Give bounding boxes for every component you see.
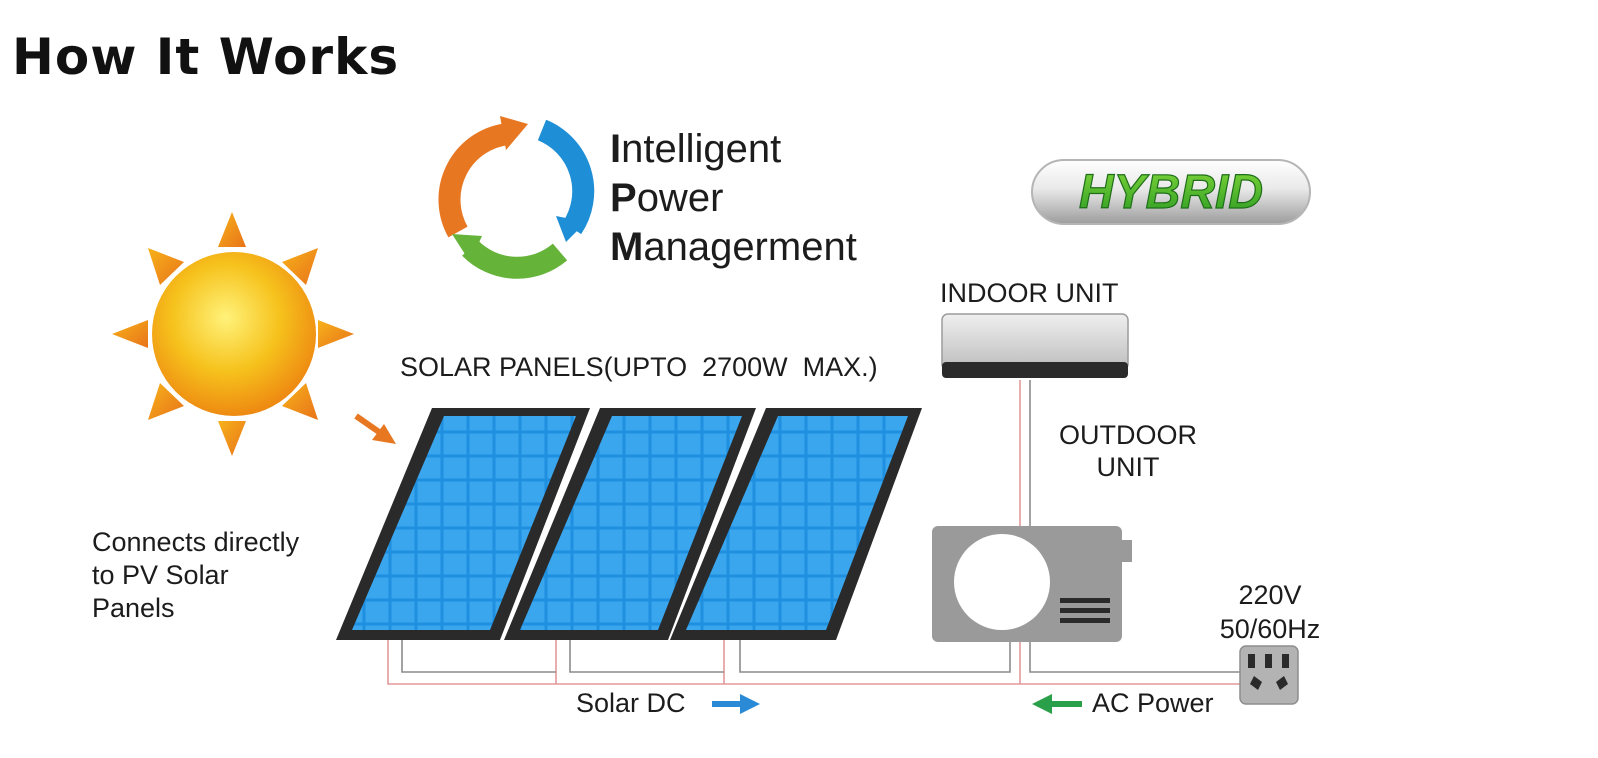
solar-dc-label: Solar DC bbox=[576, 688, 686, 718]
solar-panel-array bbox=[336, 408, 922, 640]
ipm-line-power: Power bbox=[610, 173, 723, 223]
outdoor-unit-label-line1: OUTDOOR bbox=[1059, 420, 1197, 450]
connects-label-line1: Connects directly bbox=[92, 527, 300, 557]
hybrid-badge: HYBRID bbox=[1031, 159, 1311, 225]
voltage-label: 220V bbox=[1238, 580, 1302, 610]
connects-label-line2: to PV Solar bbox=[92, 560, 229, 590]
frequency-label: 50/60Hz bbox=[1219, 614, 1321, 644]
ipm-initial-p: P bbox=[610, 176, 637, 220]
ac-power-label: AC Power bbox=[1092, 688, 1214, 718]
wall-socket-icon bbox=[1239, 645, 1299, 705]
sunlight-arrow bbox=[354, 413, 396, 444]
power-cycle-icon bbox=[438, 116, 595, 279]
outdoor-unit-label-line2: UNIT bbox=[1096, 452, 1160, 482]
ac-power-arrow bbox=[1032, 694, 1082, 714]
ipm-rest-management: anagerment bbox=[643, 225, 857, 269]
solar-panels-label: SOLAR PANELS(UPTO 2700W MAX.) bbox=[400, 352, 878, 382]
hybrid-label: HYBRID bbox=[1079, 166, 1263, 219]
ipm-rest-intelligent: ntelligent bbox=[621, 127, 782, 171]
ipm-line-intelligent: Intelligent bbox=[610, 124, 781, 174]
solar-panel-2 bbox=[504, 408, 756, 640]
ipm-initial-m: M bbox=[610, 225, 644, 269]
ipm-line-management: Managerment bbox=[610, 222, 857, 272]
ipm-rest-power: ower bbox=[636, 176, 724, 220]
indoor-unit bbox=[941, 313, 1129, 378]
sun-icon bbox=[112, 212, 354, 456]
solar-dc-arrow bbox=[712, 694, 760, 714]
solar-panel-1 bbox=[336, 408, 590, 640]
connects-label-line3: Panels bbox=[92, 593, 175, 623]
indoor-unit-label: INDOOR UNIT bbox=[940, 278, 1119, 308]
ipm-initial-i: I bbox=[610, 127, 622, 171]
outdoor-unit bbox=[932, 526, 1132, 642]
page-title: How It Works bbox=[12, 28, 400, 86]
solar-panel-3 bbox=[670, 408, 922, 640]
